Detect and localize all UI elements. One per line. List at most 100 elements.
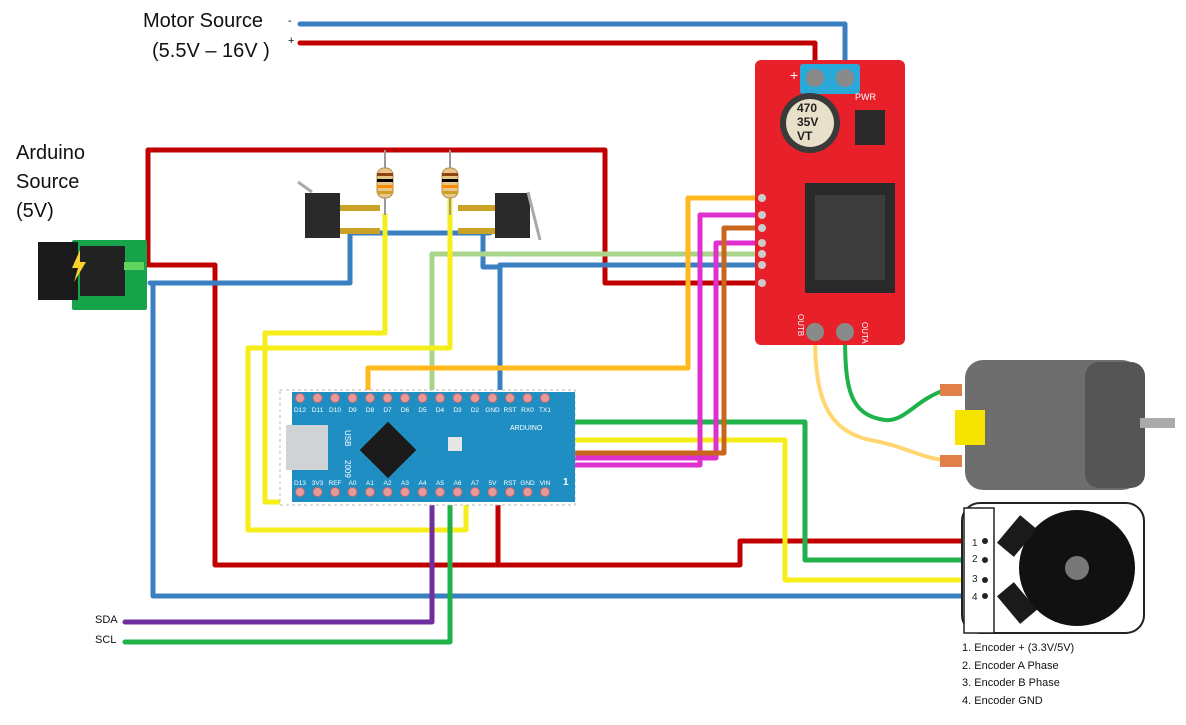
nano-pin — [312, 487, 323, 497]
nano-pin — [452, 487, 463, 497]
capacitor-line1: 470 — [797, 101, 817, 115]
nano-pin — [382, 393, 393, 403]
nano-pin-label: VIN — [540, 480, 551, 487]
wire-orange — [365, 195, 763, 401]
nano-pin — [365, 487, 375, 497]
motor-plus-label: + — [288, 35, 295, 47]
nano-pin-label: D6 — [401, 407, 410, 414]
nano-pin — [382, 487, 393, 497]
motor-source-range: (5.5V – 16V ) — [152, 40, 270, 62]
wire-motor-minus — [297, 21, 848, 75]
motor-minus-label: - — [288, 15, 292, 27]
lightning-icon — [72, 250, 86, 282]
capacitor-line3: VT — [797, 129, 813, 143]
encoder-legend-item: 4. Encoder GND — [962, 694, 1043, 707]
nano-pin-label: A7 — [471, 480, 479, 487]
arduino-nano: USB 2009 ARDUINO 1 D12 D11 D10 D9 D8 D7 D6 D5 D4… — [279, 389, 576, 506]
resistor-right — [441, 150, 459, 215]
nano-pin — [470, 393, 480, 403]
limit-switch-left — [297, 180, 380, 238]
nano-pin-label: D9 — [348, 407, 357, 414]
nano-pin-label: D8 — [366, 407, 375, 414]
driver-outb-label: OUTB — [796, 314, 805, 336]
nano-pin — [330, 487, 340, 497]
driver-header-pins — [758, 194, 766, 287]
nano-pin-label: D4 — [436, 407, 445, 414]
nano-pin-label: A6 — [454, 480, 462, 487]
arduino-source-line3: (5V) — [16, 200, 54, 222]
nano-pin-label: D7 — [383, 407, 392, 414]
nano-pin-label: 5V — [489, 480, 498, 487]
nano-pin-label: A3 — [401, 480, 409, 487]
wire-yellow-right-switch — [245, 197, 469, 533]
nano-pin — [400, 487, 410, 497]
nano-pin — [435, 487, 445, 497]
nano-usb-label: USB — [343, 430, 352, 446]
nano-pin-label: A0 — [349, 480, 357, 487]
wire-5v-loop — [147, 262, 988, 568]
nano-pin-label: GND — [520, 480, 535, 487]
nano-pin — [347, 487, 358, 497]
nano-pin-label: D5 — [418, 407, 427, 414]
encoder-pin-2: 2 — [972, 554, 978, 565]
capacitor-line2: 35V — [797, 115, 818, 129]
encoder-pin-4: 4 — [972, 592, 978, 603]
nano-pin — [330, 393, 340, 403]
nano-pin-label: A2 — [384, 480, 392, 487]
nano-brand-label: ARDUINO — [510, 425, 543, 432]
wire-scl — [122, 489, 453, 645]
nano-pin — [295, 393, 305, 403]
nano-pin-label: D2 — [471, 407, 480, 414]
nano-pin — [295, 487, 305, 497]
nano-pin-label: D3 — [453, 407, 462, 414]
dc-jack — [38, 240, 147, 310]
wire-gnd-encoder — [150, 280, 988, 599]
dc-motor — [940, 360, 1175, 490]
limit-switch-right — [458, 191, 542, 241]
nano-year-label: 2009 — [343, 460, 352, 478]
encoder-pin-1: 1 — [972, 538, 978, 549]
encoder: 1 2 3 4 — [961, 502, 1145, 634]
wire-gnd-nano — [480, 230, 503, 401]
nano-pin-label: A5 — [436, 480, 444, 487]
nano-number-label: 1 — [563, 477, 569, 488]
scl-label: SCL — [95, 634, 117, 646]
encoder-pin-3: 3 — [972, 574, 978, 585]
encoder-legend-item: 1. Encoder + (3.3V/5V) — [962, 642, 1075, 654]
driver-out-b — [806, 323, 824, 341]
nano-pin-label: D12 — [294, 407, 306, 414]
driver-pwr-label: PWR — [855, 92, 876, 102]
driver-plus-label: + — [790, 67, 798, 83]
driver-out-a — [836, 323, 854, 341]
encoder-legend: 1. Encoder + (3.3V/5V) 2. Encoder A Phas… — [962, 640, 1074, 710]
driver-terminal-minus — [836, 69, 854, 87]
nano-pin — [540, 487, 550, 497]
motor-driver-board: + PWR 470 35V VT OUTB OUTA — [755, 60, 905, 345]
sda-label: SDA — [95, 614, 118, 626]
nano-pin-label: RST — [504, 480, 517, 487]
nano-pin — [505, 393, 515, 403]
nano-pin — [400, 393, 410, 403]
nano-pin-label: 3V3 — [312, 480, 324, 487]
wire-motor-out-b — [813, 333, 947, 462]
nano-pin-label: GND — [485, 407, 500, 414]
nano-pin — [435, 393, 445, 403]
nano-pin-label: D11 — [312, 407, 324, 414]
nano-pin — [487, 393, 498, 403]
nano-pin-label: D10 — [329, 407, 341, 414]
wire-motor-out-a — [843, 333, 947, 423]
nano-pin — [347, 393, 358, 403]
wire-sda — [122, 489, 435, 625]
motor-source-title: Motor Source — [143, 10, 264, 32]
nano-pin-label: A4 — [419, 480, 427, 487]
nano-pin — [487, 487, 498, 497]
wire-gnd-main — [147, 230, 493, 286]
nano-pin — [417, 393, 428, 403]
resistor-left — [376, 150, 394, 215]
nano-pin-label: D13 — [294, 480, 306, 487]
nano-pin — [312, 393, 323, 403]
